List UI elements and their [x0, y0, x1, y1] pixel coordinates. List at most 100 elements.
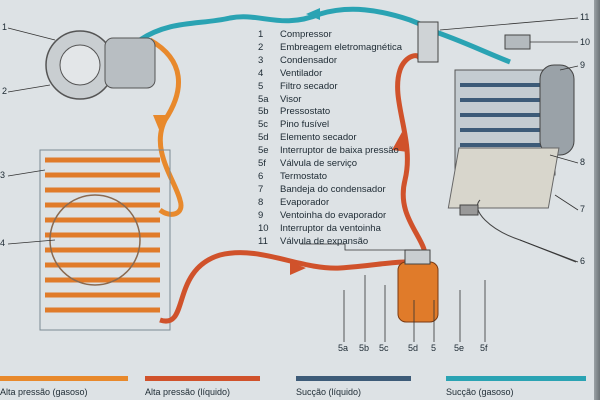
callout-11: 11: [580, 12, 590, 22]
key-suction-liquid: Sucção (líquido): [296, 376, 411, 397]
legend-item: 5a Visor: [258, 94, 402, 107]
callout-5d: 5d: [408, 343, 419, 353]
key-label: Sucção (líquido): [296, 387, 362, 397]
legend-label: Interruptor da ventoinha: [280, 222, 381, 234]
high-pressure-liquid-pipe-2: [395, 53, 428, 263]
legend-number: 11: [258, 235, 268, 247]
key-label: Alta pressão (gasoso): [0, 387, 88, 397]
legend-number: 5d: [258, 132, 269, 144]
legend-label: Filtro secador: [280, 80, 338, 92]
legend-label: Compressor: [280, 29, 332, 40]
legend-label: Válvula de expansão: [280, 235, 369, 247]
suction-gas-pipe: [138, 6, 431, 43]
key-suction-gas: Sucção (gasoso): [446, 376, 586, 397]
suction-gas-pipe-evap: [429, 27, 511, 65]
callout-5e: 5e: [454, 343, 465, 353]
legend-number: 3: [258, 54, 264, 66]
legend-item: 5c Pino fusível: [258, 119, 402, 132]
legend-number: 8: [258, 196, 264, 208]
key-label: Alta pressão (líquido): [145, 387, 231, 397]
flow-arrow: [290, 262, 306, 275]
legend-item: 11 Válvula de expansão: [258, 236, 402, 249]
callout-5c: 5c: [379, 343, 389, 353]
key-swatch: [0, 376, 128, 381]
evaporator: [447, 64, 575, 209]
legend-item: 5 Filtro secador: [258, 81, 402, 94]
flow-arrow: [306, 8, 320, 20]
thermostat-wire: [477, 199, 577, 263]
callout-leader-lines: [7, 17, 579, 342]
legend-number: 10: [258, 222, 269, 234]
legend-number: 5e: [258, 145, 269, 157]
flow-arrow: [392, 132, 408, 152]
legend-number: 4: [258, 67, 264, 79]
legend-item: 6 Termostato: [258, 171, 402, 184]
fan-switch: [504, 34, 531, 50]
legend-number: 5a: [258, 93, 269, 105]
callout-3: 3: [0, 170, 6, 180]
page-binding-edge: [594, 0, 600, 400]
legend-item: 8 Evaporador: [258, 197, 402, 210]
legend-label: Elemento secador: [280, 132, 357, 144]
callout-4: 4: [0, 238, 6, 248]
key-high-pressure-liquid: Alta pressão (líquido): [145, 376, 260, 397]
filter-drier: [397, 249, 439, 323]
legend-label: Embreagem eletromagnética: [280, 41, 402, 53]
high-pressure-gas-pipe: [148, 37, 184, 217]
legend-item: 2 Embreagem eletromagnética: [258, 42, 402, 55]
legend-item: 4 Ventilador: [258, 68, 402, 81]
legend-item: 1 Compressor: [258, 29, 402, 42]
legend-number: 6: [258, 170, 264, 182]
legend-number: 5: [258, 80, 264, 92]
legend-number: 5c: [258, 119, 269, 131]
flow-arrow: [153, 115, 168, 132]
compressor: [45, 30, 156, 100]
legend-label: Bandeja do condensador: [280, 183, 386, 195]
thermostat: [459, 204, 479, 216]
legend-label: Termostato: [280, 170, 327, 182]
legend-number: 2: [258, 41, 264, 53]
callout-7: 7: [580, 204, 586, 214]
component-legend: 1 Compressor 2 Embreagem eletromagnética 3 Co…: [258, 29, 402, 248]
legend-number: 7: [258, 183, 264, 195]
legend-item: 5d Elemento secador: [258, 132, 402, 145]
callout-5: 5: [431, 343, 437, 353]
legend-item: 3 Condensador: [258, 55, 402, 68]
callout-10: 10: [580, 37, 591, 47]
legend-item: 9 Ventoinha do evaporador: [258, 210, 402, 223]
callout-5a: 5a: [338, 343, 349, 353]
expansion-valve: [417, 21, 439, 63]
legend-label: Válvula de serviço: [280, 158, 358, 170]
legend-label: Condensador: [280, 54, 338, 66]
legend-item: 10 Interruptor da ventoinha: [258, 223, 402, 236]
key-swatch: [296, 376, 411, 381]
condenser: [39, 149, 171, 331]
callout-6: 6: [580, 256, 586, 266]
callout-5f: 5f: [480, 343, 488, 353]
key-high-pressure-gas: Alta pressão (gasoso): [0, 376, 128, 397]
callout-1: 1: [2, 22, 8, 32]
high-pressure-liquid-pipe: [159, 250, 406, 324]
legend-item: 7 Bandeja do condensador: [258, 184, 402, 197]
legend-number: 9: [258, 209, 264, 221]
legend-label: Visor: [280, 93, 302, 105]
callout-2: 2: [2, 86, 8, 96]
legend-label: Pino fusível: [280, 119, 330, 131]
legend-label: Interruptor de baixa pressão: [280, 145, 399, 157]
legend-label: Evaporador: [280, 196, 330, 208]
callout-5b: 5b: [359, 343, 370, 353]
legend-number: 5b: [258, 106, 269, 118]
legend-label: Ventoinha do evaporador: [280, 209, 387, 221]
callout-9: 9: [580, 60, 586, 70]
key-swatch: [145, 376, 260, 381]
legend-item: 5e Interruptor de baixa pressão: [258, 145, 402, 158]
callout-8: 8: [580, 157, 586, 167]
key-label: Sucção (gasoso): [446, 387, 514, 397]
key-swatch: [446, 376, 586, 381]
legend-label: Ventilador: [280, 67, 323, 79]
legend-number: 1: [258, 29, 264, 40]
